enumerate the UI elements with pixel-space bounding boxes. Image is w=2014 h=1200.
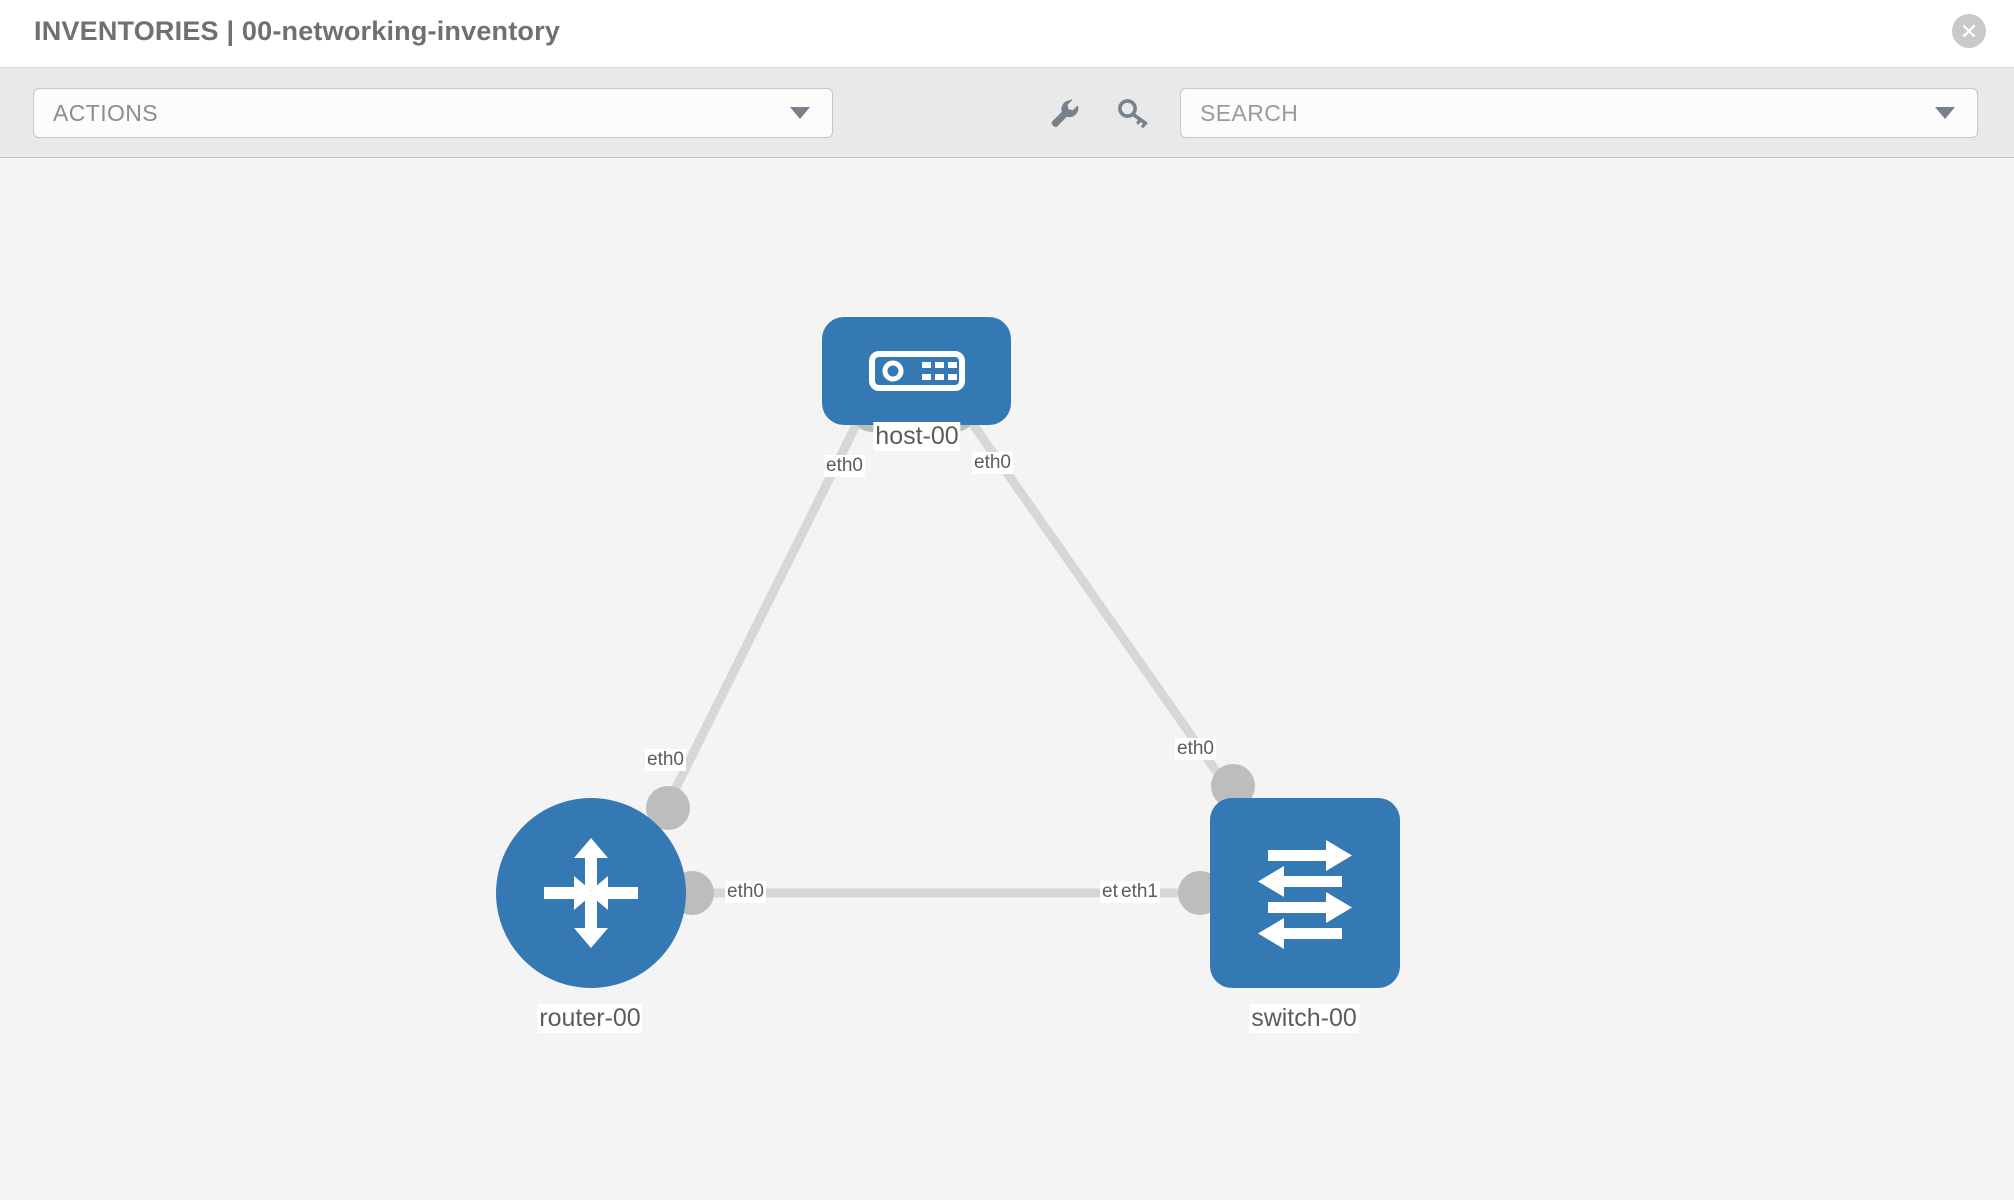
actions-dropdown[interactable]: ACTIONS [33,88,833,138]
wrench-icon[interactable] [1039,88,1089,138]
topology-graph: host-00 [0,158,2014,1200]
page-title: INVENTORIES | 00-networking-inventory [34,16,561,46]
node-router-00-shape[interactable] [496,798,686,988]
node-host-00-label[interactable]: host-00 [873,422,961,451]
toolbar: ACTIONS SEARCH [0,68,2014,158]
close-icon[interactable] [1952,14,1986,48]
search-placeholder: SEARCH [1200,99,1299,126]
node-router-00-label[interactable]: router-00 [537,1004,643,1033]
chevron-down-icon [790,107,810,119]
chevron-down-icon[interactable] [1935,107,1955,119]
connector-router-up [646,786,690,830]
node-switch-00-label[interactable]: switch-00 [1249,1004,1359,1033]
switch-icon [1258,840,1352,949]
topology-canvas[interactable]: host-00 [0,158,2014,1200]
node-host-00-shape[interactable] [822,317,1011,425]
port-label-host-right[interactable]: eth0 [972,452,1013,474]
port-label-switch-up[interactable]: eth0 [1175,738,1216,760]
page-header: INVENTORIES | 00-networking-inventory [0,0,2014,68]
port-label-router-up[interactable]: eth0 [645,749,686,771]
topology-edges [646,388,1255,915]
actions-dropdown-label: ACTIONS [53,99,159,126]
router-icon [544,838,638,948]
node-host-00[interactable] [822,317,1011,425]
port-label-switch-left-b[interactable]: eth1 [1119,881,1160,903]
server-icon [868,351,965,391]
node-switch-00[interactable] [1210,798,1400,988]
node-router-00[interactable] [496,798,686,988]
key-icon[interactable] [1108,88,1158,138]
edge-host-switch [961,410,1232,791]
port-label-host-left[interactable]: eth0 [824,455,865,477]
connector-switch-up [1211,764,1255,808]
edge-host-router [655,410,867,823]
search-input[interactable]: SEARCH [1180,88,1978,138]
port-label-router-right[interactable]: eth0 [725,881,766,903]
node-switch-00-shape[interactable] [1210,798,1400,988]
